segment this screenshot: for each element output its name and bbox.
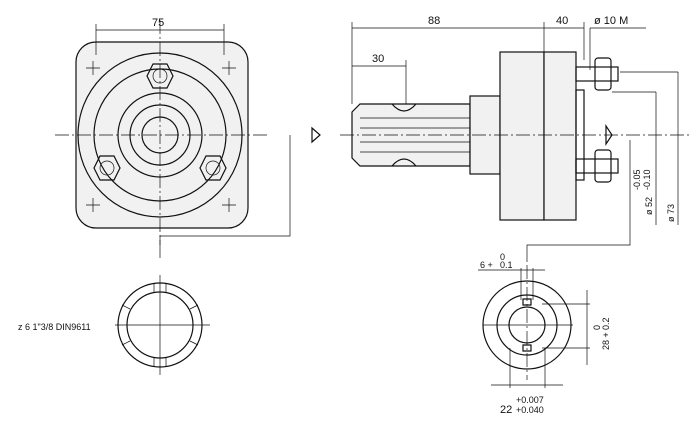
bore-tolerance-lower: +0.040: [516, 405, 544, 415]
side-view: 88 40 30 ø 10 M ø 52 -0.05 -0.10 ø 73: [159, 15, 690, 262]
bolt-circle-diameter: ø 73: [666, 204, 676, 222]
key-section: 6 + 0 0.1 28 + 0 0.2 22 +0.007 +0.040: [478, 252, 611, 416]
key-width-dimension: 6 +: [480, 260, 493, 270]
spline-spec-label: z 6 1"3/8 DIN9611: [18, 322, 91, 332]
bolt-icon: [575, 57, 619, 91]
key-height-tolerance-lower: 0.2: [601, 317, 611, 330]
front-view: 75: [55, 17, 270, 245]
bolt-icon: [146, 63, 174, 89]
key-height-tolerance-upper: 0: [592, 325, 602, 330]
spline-length-dimension: 30: [372, 53, 384, 65]
key-width-tolerance-lower: 0.1: [500, 260, 513, 270]
pilot-tolerance-upper: -0.05: [632, 169, 642, 190]
length-dimension: 88: [428, 15, 440, 27]
width-dimension: 75: [152, 17, 164, 29]
bore-dimension: 22: [500, 404, 512, 416]
bolt-icon: [575, 149, 619, 183]
pilot-tolerance-lower: -0.10: [642, 169, 652, 190]
bolt-thread-label: ø 10 M: [594, 15, 628, 27]
pilot-diameter: ø 52: [644, 197, 654, 215]
key-width-tolerance-upper: 0: [500, 252, 505, 262]
bolt-icon: [93, 155, 121, 181]
flange-dimension: 40: [556, 15, 568, 27]
key-height-dimension: 28 +: [601, 332, 611, 350]
bolt-icon: [199, 155, 227, 181]
bore-tolerance-upper: +0.007: [516, 395, 544, 405]
spline-section: z 6 1"3/8 DIN9611: [18, 275, 210, 375]
